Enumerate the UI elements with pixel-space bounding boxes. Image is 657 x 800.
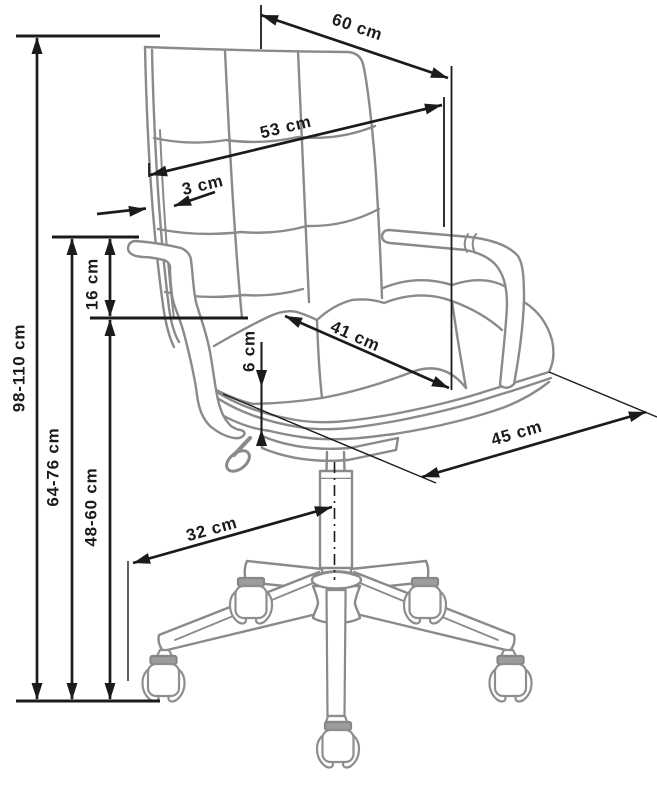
svg-text:98-110 cm: 98-110 cm — [9, 324, 28, 413]
svg-text:48-60 cm: 48-60 cm — [81, 467, 100, 546]
svg-text:16 cm: 16 cm — [82, 258, 101, 310]
svg-text:60 cm: 60 cm — [330, 10, 386, 45]
svg-text:64-76 cm: 64-76 cm — [43, 427, 62, 506]
svg-text:6 cm: 6 cm — [239, 330, 258, 372]
